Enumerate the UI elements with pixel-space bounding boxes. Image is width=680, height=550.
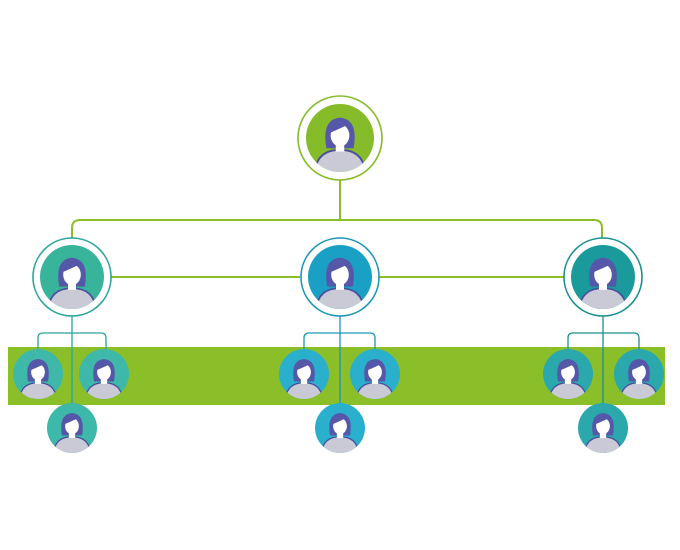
person-avatar-icon	[84, 359, 124, 399]
team-member-avatar-1-3	[47, 403, 97, 453]
team-member-avatar-2-3	[315, 403, 365, 453]
team-member-avatar-2-1	[279, 349, 329, 399]
root-to-managers-connector	[71, 172, 603, 238]
manager-avatar-1	[32, 237, 112, 317]
person-avatar-icon	[320, 413, 360, 453]
team-connector-center	[303, 316, 376, 405]
team-member-avatar-1-2	[79, 349, 129, 399]
org-nodes	[13, 95, 664, 453]
team-member-avatar-3-2	[614, 349, 664, 399]
ceo-avatar	[297, 95, 383, 181]
manager-avatar-2	[300, 237, 380, 317]
team-connector-left	[37, 316, 107, 405]
team-member-avatar-3-3	[578, 403, 628, 453]
team-connector-right	[567, 316, 640, 405]
manager-avatar-3	[563, 237, 643, 317]
